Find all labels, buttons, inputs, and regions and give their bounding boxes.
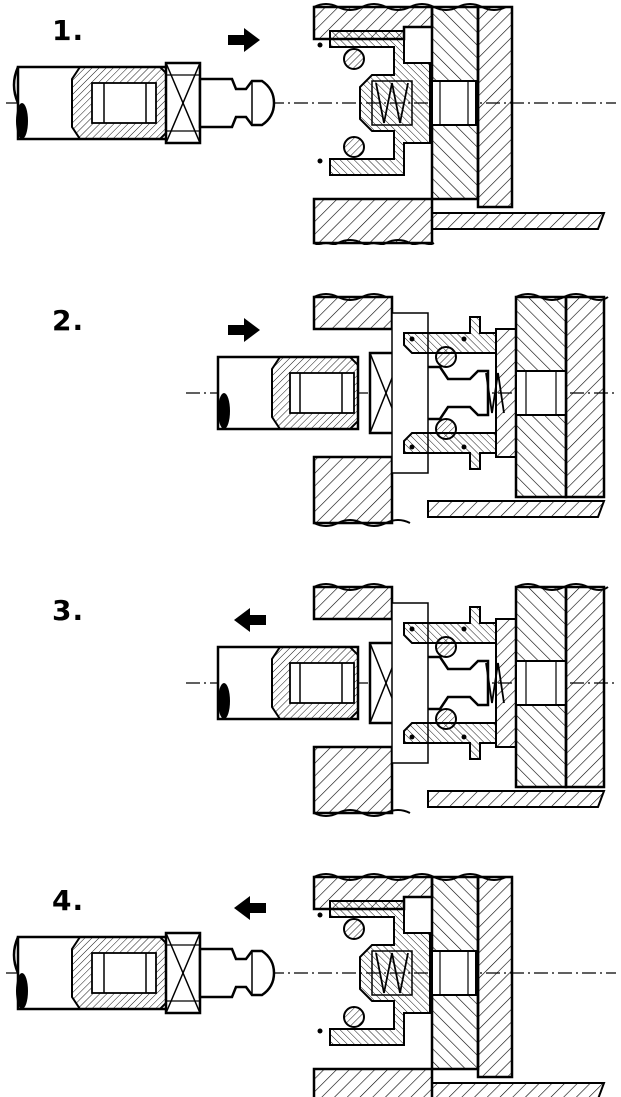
coupling-socket	[312, 2, 606, 245]
arrow-left-icon	[234, 896, 266, 920]
coupling-socket	[312, 872, 606, 1097]
coupling-diagram	[186, 292, 616, 528]
coupled-assembly	[216, 292, 610, 528]
step-4: 4.	[0, 870, 621, 1097]
step-number: 2.	[52, 304, 85, 337]
arrow-left-icon	[234, 608, 266, 632]
arrow-right-icon	[228, 318, 260, 342]
hose-nipple	[12, 931, 276, 1015]
step-3: 3.	[0, 580, 621, 820]
coupling-diagram	[6, 872, 616, 1097]
hose-nipple	[12, 61, 276, 145]
step-number: 1.	[52, 14, 85, 47]
coupled-assembly	[216, 582, 610, 818]
step-number: 4.	[52, 884, 85, 917]
coupling-diagram	[6, 2, 616, 245]
coupling-diagram	[186, 582, 616, 818]
arrow-right-icon	[228, 28, 260, 52]
step-2: 2.	[0, 290, 621, 530]
step-number: 3.	[52, 594, 85, 627]
step-1: 1.	[0, 0, 621, 245]
